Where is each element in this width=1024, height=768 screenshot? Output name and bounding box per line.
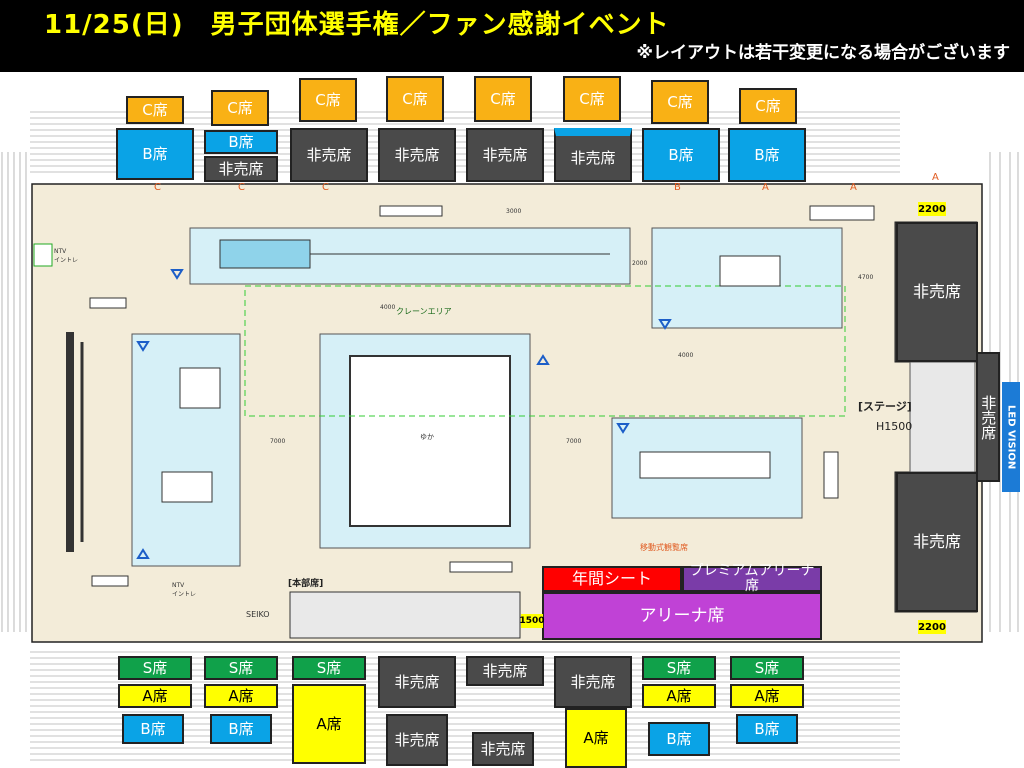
seat-b-bottom-4[interactable]: B席: [736, 714, 798, 744]
seat-nonsale-right-middle: 非売席: [976, 352, 1000, 482]
seat-nonsale-top-1: 非売席: [290, 128, 368, 182]
seat-nonsale-bottom-5: 非売席: [472, 732, 534, 766]
layout-note: ※レイアウトは若干変更になる場合がございます: [636, 43, 1010, 63]
seat-nonsale-bottom-1: 非売席: [378, 656, 456, 708]
row-letter: A: [932, 172, 939, 183]
seat-arena[interactable]: アリーナ席: [542, 592, 822, 640]
dim-7000-b: 7000: [566, 438, 582, 445]
seat-b-bottom-1[interactable]: B席: [122, 714, 184, 744]
seat-premium-arena[interactable]: プレミアムアリーナ席: [682, 563, 822, 594]
seat-s-4[interactable]: S席: [642, 656, 716, 680]
row-letter: A: [850, 182, 857, 193]
seat-c-5[interactable]: C席: [474, 76, 532, 122]
seat-nonsale-right-lower: 非売席: [896, 472, 978, 612]
seat-nonsale-top-2: 非売席: [378, 128, 456, 182]
seat-a-4[interactable]: A席: [565, 708, 627, 768]
seat-c-7[interactable]: C席: [651, 80, 709, 124]
seat-c-3[interactable]: C席: [299, 78, 357, 122]
seat-b-bottom-2[interactable]: B席: [210, 714, 272, 744]
arena-map: C席 C席 C席 C席 C席 C席 C席 C席 B席 B席 非売席 非売席 非売…: [0, 72, 1024, 768]
page-title: 11/25(日) 男子団体選手権／ファン感謝イベント: [44, 10, 670, 40]
floor-mat-label: ゆか: [420, 433, 434, 441]
seat-a-3[interactable]: A席: [292, 684, 366, 764]
honbu-label: [本部席]: [288, 579, 324, 589]
seat-nonsale-bottom-2: 非売席: [466, 656, 544, 686]
seat-a-1[interactable]: A席: [118, 684, 192, 708]
row-letter: B: [674, 182, 681, 193]
seat-s-3[interactable]: S席: [292, 656, 366, 680]
seat-b-bottom-3[interactable]: B席: [648, 722, 710, 756]
seat-nenkan[interactable]: 年間シート: [542, 566, 682, 592]
ntv-label-1: NTV イントレ: [54, 248, 79, 264]
crane-area-label: クレーンエリア: [396, 307, 452, 316]
dim-4000-b: 4000: [678, 352, 694, 359]
header-bar: 11/25(日) 男子団体選手権／ファン感謝イベント ※レイアウトは若干変更にな…: [0, 0, 1024, 72]
seat-b-top-right-2[interactable]: B席: [728, 128, 806, 182]
dim-7000-a: 7000: [270, 438, 286, 445]
seat-s-1[interactable]: S席: [118, 656, 192, 680]
seat-nonsale-right-upper: 非売席: [896, 222, 978, 362]
seat-c-4[interactable]: C席: [386, 76, 444, 122]
seat-b-top-small[interactable]: B席: [204, 130, 278, 154]
seat-a-2[interactable]: A席: [204, 684, 278, 708]
row-letter: C: [154, 182, 161, 193]
ntv-label-2: NTV イントレ: [172, 582, 197, 598]
row-letter: C: [238, 182, 245, 193]
seat-nonsale-bottom-3: 非売席: [554, 656, 632, 708]
seat-c-8[interactable]: C席: [739, 88, 797, 124]
dim-4700: 4700: [858, 274, 874, 281]
dim-3000: 3000: [506, 208, 522, 215]
seat-nonsale-bottom-4: 非売席: [386, 714, 448, 766]
seat-nonsale-top-3: 非売席: [466, 128, 544, 182]
row-letter: C: [322, 182, 329, 193]
seat-s-5[interactable]: S席: [730, 656, 804, 680]
dim-2000: 2000: [632, 260, 648, 267]
seat-c-1[interactable]: C席: [126, 96, 184, 124]
seat-c-2[interactable]: C席: [211, 90, 269, 126]
dim-4000-a: 4000: [380, 304, 396, 311]
led-vision: LED VISION: [1002, 382, 1020, 492]
mobile-stand-label: 移動式観覧席: [640, 543, 688, 552]
seiko-label: SEIKO: [246, 610, 270, 619]
row-letter: A: [762, 182, 769, 193]
seat-nonsale-top-4: 非売席: [554, 128, 632, 182]
stage-height-label: H1500: [876, 420, 913, 433]
seat-a-5[interactable]: A席: [642, 684, 716, 708]
seat-b-top-right-1[interactable]: B席: [642, 128, 720, 182]
seat-b-top-left[interactable]: B席: [116, 128, 194, 180]
seat-c-6[interactable]: C席: [563, 76, 621, 122]
dim-2200-bottom: 2200: [918, 620, 946, 634]
dim-1500: 1500: [519, 614, 545, 628]
stage-label: [ステージ]: [858, 400, 912, 413]
seat-s-2[interactable]: S席: [204, 656, 278, 680]
seat-nonsale-top-small: 非売席: [204, 156, 278, 182]
seat-a-6[interactable]: A席: [730, 684, 804, 708]
dim-2200-top: 2200: [918, 202, 946, 216]
